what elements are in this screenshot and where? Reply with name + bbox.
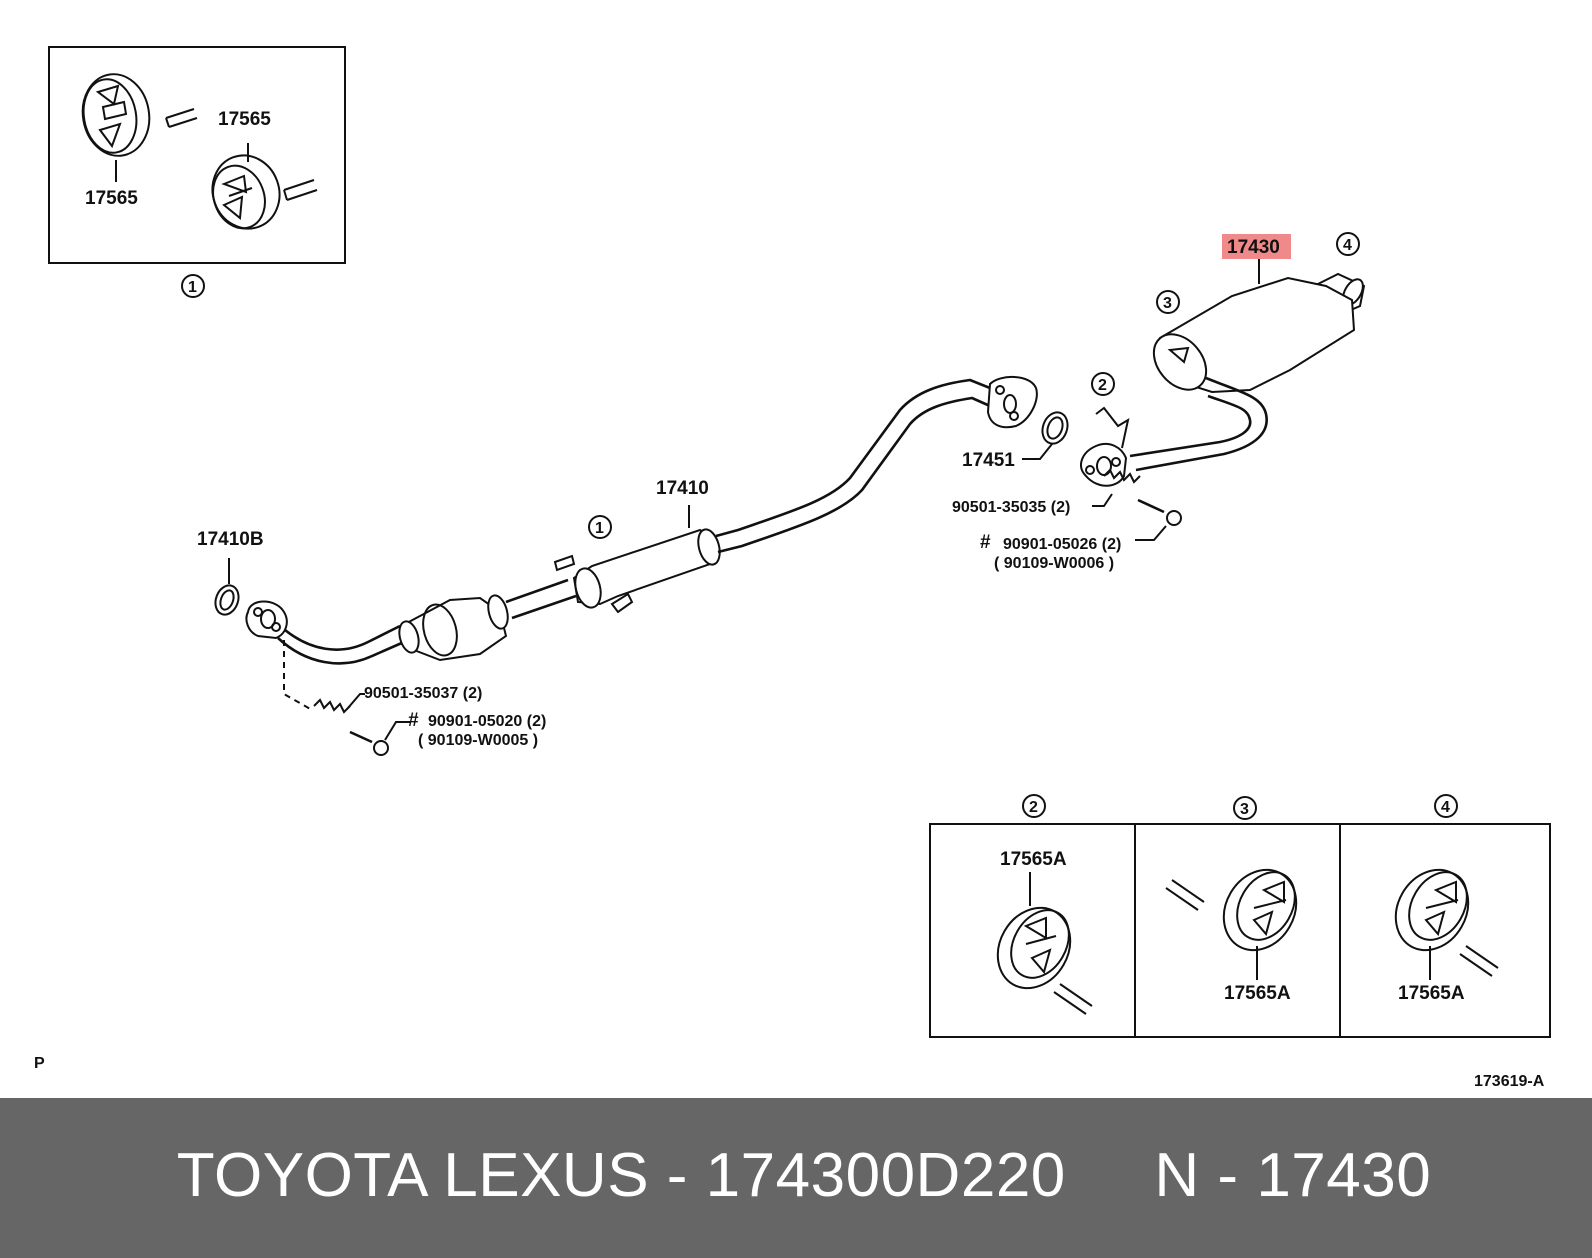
note-value: 17430: [1256, 1140, 1432, 1210]
hanger-rod-icon: [1053, 983, 1093, 1015]
label-90501-35035: 90501-35035 (2): [952, 499, 1070, 516]
rubber-hanger-icon: [211, 154, 281, 230]
svg-text:4: 4: [1441, 799, 1450, 816]
hanger-rod-icon: [283, 179, 318, 201]
highlight-17430: [1222, 234, 1291, 259]
svg-text:1: 1: [595, 520, 604, 537]
hash-front: #: [408, 710, 419, 731]
spring-icon: [313, 698, 351, 714]
label-90901-05026: 90901-05026 (2): [1003, 536, 1121, 553]
page-marker: P: [34, 1055, 45, 1072]
callout-3: 3: [1156, 290, 1180, 314]
gasket-17451: [1022, 411, 1069, 460]
note-prefix: N: [1154, 1140, 1200, 1210]
inset-label-17565A-3: 17565A: [1398, 983, 1465, 1004]
note-separator: -: [1199, 1140, 1257, 1210]
inset-box-bottom: 2 3 4 17565A: [929, 794, 1551, 1038]
svg-text:4: 4: [1343, 237, 1352, 254]
label-90109-W0005: ( 90109-W0005 ): [418, 732, 538, 749]
rubber-hanger-icon: [81, 73, 151, 157]
label-17410: 17410: [656, 478, 709, 499]
muffler-assembly: [1080, 272, 1366, 487]
footer-text: TOYOTA LEXUS - 174300D220 N - 17430: [177, 1140, 1431, 1211]
front-pipe-gasket: [214, 558, 240, 616]
bolt-icon: [349, 730, 389, 756]
rubber-hanger-icon: [1222, 868, 1298, 952]
brand-name: TOYOTA LEXUS: [176, 1140, 650, 1210]
hash-rear: #: [980, 532, 991, 553]
callout-1-top: 1: [181, 274, 205, 298]
inset-box-top: 17565 17565: [48, 46, 346, 264]
hanger-rod-icon: [165, 108, 198, 128]
exhaust-pipe-assembly: [245, 376, 1038, 665]
callout-4: 4: [1336, 232, 1360, 256]
hanger-rod-icon: [1165, 879, 1205, 911]
inset-label-17565-top: 17565: [218, 109, 271, 130]
label-90501-35037: 90501-35037 (2): [364, 685, 482, 702]
footer-bar: TOYOTA LEXUS - 174300D220 N - 17430: [0, 1098, 1592, 1258]
inset-callout-4: 4: [1434, 794, 1458, 818]
svg-text:1: 1: [188, 279, 197, 296]
svg-text:3: 3: [1163, 295, 1172, 312]
label-17451: 17451: [962, 450, 1015, 471]
rubber-hanger-icon: [1394, 868, 1470, 952]
inset-label-17565A-2: 17565A: [1224, 983, 1291, 1004]
label-17430: 17430: [1227, 237, 1280, 258]
callout-1-center: 1: [588, 515, 612, 539]
part-number: 174300D220: [705, 1140, 1066, 1210]
inset-label-17565-bottom: 17565: [85, 188, 138, 209]
drawing-number: 173619-A: [1474, 1073, 1545, 1090]
bolt-icon: [1137, 498, 1182, 526]
svg-text:2: 2: [1029, 799, 1038, 816]
svg-text:3: 3: [1240, 801, 1249, 818]
spring-icon: [1103, 468, 1141, 484]
label-17410B: 17410B: [197, 529, 264, 550]
inset-label-17565A-1: 17565A: [1000, 849, 1067, 870]
hanger-rod-icon: [1459, 945, 1499, 977]
callout-2: 2: [1091, 372, 1115, 396]
inset-callout-3: 3: [1233, 796, 1257, 820]
svg-text:2: 2: [1098, 377, 1107, 394]
label-90109-W0006: ( 90109-W0006 ): [994, 555, 1114, 572]
rubber-hanger-icon: [996, 906, 1072, 990]
footer-separator: -: [649, 1140, 706, 1210]
label-90901-05020: 90901-05020 (2): [428, 713, 546, 730]
inset-callout-2: 2: [1022, 794, 1046, 818]
